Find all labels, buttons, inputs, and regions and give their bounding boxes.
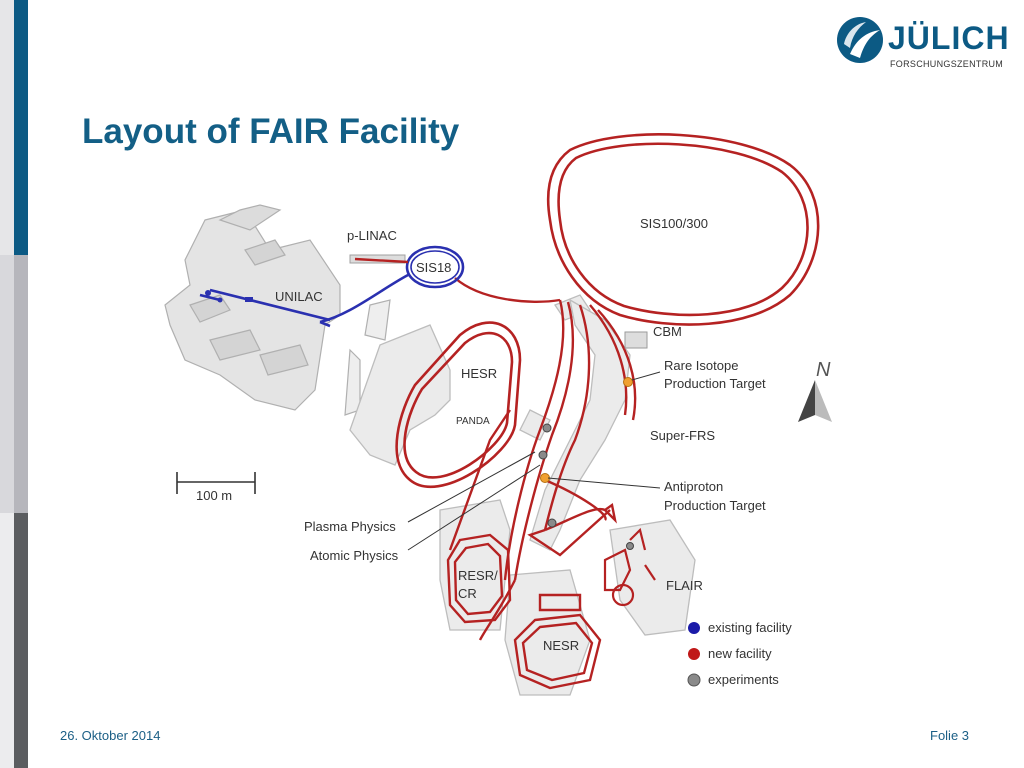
juelich-logo: JÜLICH FORSCHUNGSZENTRUM <box>836 14 1009 74</box>
sis100-ring <box>546 133 820 326</box>
flair-structure <box>603 527 656 607</box>
legend-label-new: new facility <box>708 646 772 661</box>
label-panda: PANDA <box>456 416 490 427</box>
label-plinac: p-LINAC <box>347 228 397 243</box>
label-antiproton-line2: Production Target <box>664 498 766 513</box>
fair-facility-diagram: SIS100/300 p-LINAC SIS18 UNILAC HESR PAN… <box>164 133 832 696</box>
north-arrow-icon <box>798 380 832 422</box>
sidebar-accent-dark <box>14 513 28 768</box>
label-north: N <box>816 359 831 381</box>
legend-swatch-experiments <box>687 673 701 687</box>
label-resr: RESR/ <box>458 568 498 583</box>
label-sis100: SIS100/300 <box>640 216 708 231</box>
juelich-logo-icon <box>837 17 883 63</box>
label-rare-isotope-line1: Rare Isotope <box>664 358 738 373</box>
legend-label-experiments: experiments <box>708 672 779 687</box>
label-rare-isotope-line2: Production Target <box>664 376 766 391</box>
sidebar-accent-gray <box>14 255 28 513</box>
footer-date: 26. Oktober 2014 <box>60 728 161 743</box>
label-cr: CR <box>458 586 477 601</box>
logo-subtitle: FORSCHUNGSZENTRUM <box>890 59 1004 69</box>
label-scale: 100 m <box>196 488 232 503</box>
existing-accelerator-markers <box>205 290 253 303</box>
legend: existing facility new facility experimen… <box>687 620 792 687</box>
new-buildings <box>349 294 696 696</box>
footer-page-number: Folie 3 <box>930 728 970 743</box>
scale-bar <box>176 472 256 494</box>
label-antiproton-line1: Antiproton <box>664 479 723 494</box>
sidebar-accent-blue <box>14 0 28 255</box>
label-super-frs: Super-FRS <box>650 428 715 443</box>
slide-sidebar <box>0 0 28 768</box>
legend-label-existing: existing facility <box>708 620 792 635</box>
slide-title: Layout of FAIR Facility <box>82 112 460 151</box>
existing-buildings <box>164 204 391 416</box>
leader-lines <box>407 371 661 551</box>
label-flair: FLAIR <box>666 578 703 593</box>
p-linac <box>349 254 409 264</box>
nesr-ring <box>513 593 602 690</box>
diagram-labels: SIS100/300 p-LINAC SIS18 UNILAC HESR PAN… <box>196 216 831 653</box>
beam-lines <box>448 277 637 641</box>
existing-accelerators <box>199 245 465 328</box>
label-unilac: UNILAC <box>275 289 323 304</box>
experiment-markers <box>538 331 648 550</box>
label-plasma-physics: Plasma Physics <box>304 519 396 534</box>
legend-swatch-existing <box>688 622 700 634</box>
legend-swatch-new <box>688 648 700 660</box>
label-nesr: NESR <box>543 638 579 653</box>
label-atomic-physics: Atomic Physics <box>310 548 399 563</box>
label-hesr: HESR <box>461 366 497 381</box>
label-sis18: SIS18 <box>416 260 451 275</box>
logo-wordmark: JÜLICH <box>888 20 1010 56</box>
hesr-ring <box>395 321 522 488</box>
resr-cr-ring <box>446 533 512 624</box>
label-cbm: CBM <box>653 324 682 339</box>
